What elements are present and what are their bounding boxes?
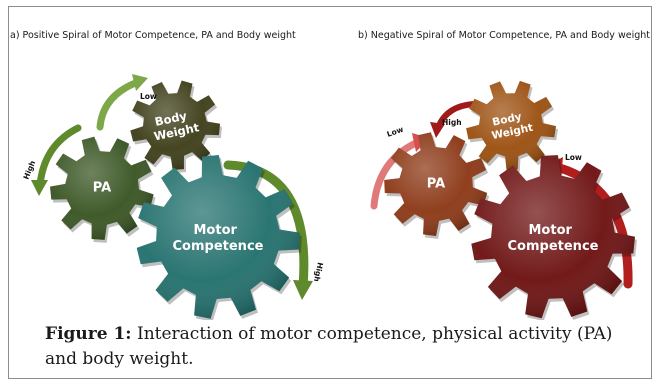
panel-b-motor-competence-label: Motor Competence [508, 220, 599, 254]
gear-diagram: Body Weight PA Motor Competence Low High… [22, 74, 637, 320]
panel-a-pa-label: PA [93, 181, 111, 196]
panel-a-low-label: Low [140, 92, 157, 101]
gear-highlight [130, 80, 220, 170]
gear-highlight [384, 132, 488, 236]
panel-b-pa-gear [384, 132, 490, 239]
panel-b-high-label: High [442, 118, 462, 127]
caption-text: Interaction of motor competence, physica… [45, 324, 613, 369]
panel-b-pa-label: PA [427, 177, 445, 192]
panel-a-title: a) Positive Spiral of Motor Competence, … [10, 30, 296, 41]
gear-highlight [466, 80, 556, 170]
panel-a-motor-competence-label: Motor Competence [173, 220, 264, 254]
panel-a-pa-gear [50, 136, 156, 243]
panel-a-body-weight-gear [130, 80, 222, 173]
caption-label: Figure 1: [45, 324, 132, 344]
panel-b-body-weight-gear [466, 80, 558, 173]
panel-a-arrow-high-left [36, 124, 82, 189]
panel-a-motor-competence-gear [136, 155, 302, 320]
panel-b-low-left-label: Low [386, 125, 405, 139]
panel-a-arrow-low [96, 78, 142, 131]
panel-a-high-left-label: High [22, 159, 38, 181]
figure-caption: Figure 1: Interaction of motor competenc… [45, 322, 635, 372]
panel-a-high-right-label: High [312, 262, 325, 283]
panel-b-low-right-label: Low [565, 153, 582, 162]
gear-highlight [136, 155, 300, 319]
panel-a-arrowhead-high-left [31, 180, 48, 196]
gear-highlight [471, 155, 635, 319]
panel-a-arrowhead-low [132, 74, 148, 91]
gear-highlight [50, 136, 154, 240]
panel-b-title: b) Negative Spiral of Motor Competence, … [358, 30, 650, 41]
panel-a-arrowhead-high-right [293, 280, 313, 300]
panel-b-arrow-low-left [370, 138, 422, 210]
panel-b-arrowhead-high [430, 122, 445, 138]
panel-b-motor-competence-gear [471, 155, 637, 320]
